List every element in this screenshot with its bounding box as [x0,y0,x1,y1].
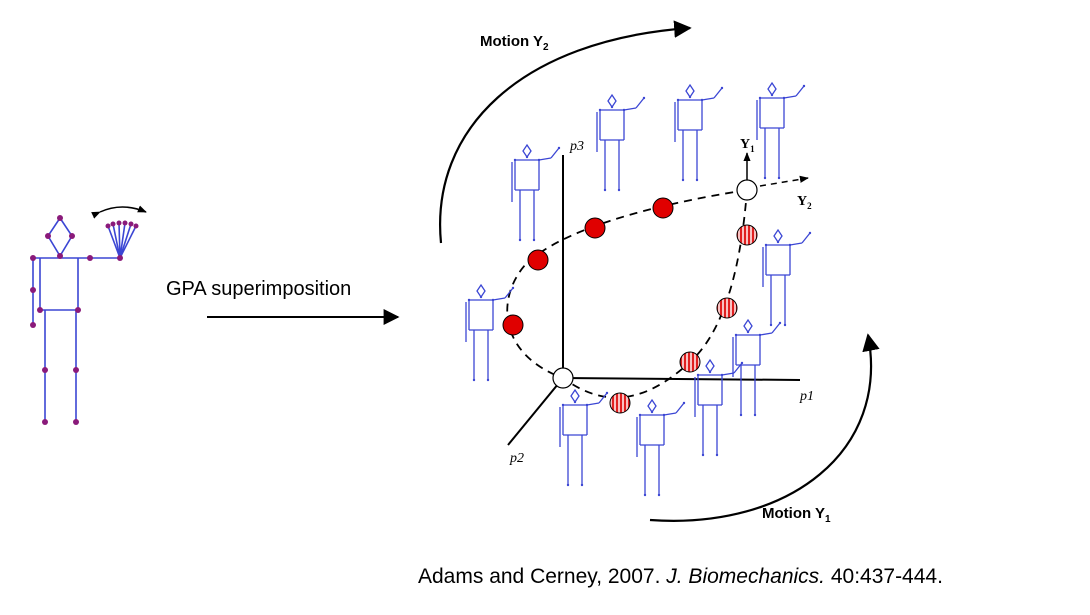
marker-solid [527,249,549,271]
marker-striped [609,392,631,414]
axis-p2-label: p2 [509,451,524,466]
gpa-label: GPA superimposition [166,278,351,300]
marker-striped [736,224,758,246]
posture-figure [756,82,806,180]
marker-striped [679,351,701,373]
posture-figure [636,399,686,497]
posture-figure [694,359,744,457]
citation: Adams and Cerney, 2007. J. Biomechanics.… [418,565,943,589]
pca-trajectory [506,189,748,399]
axis-p1-label: p1 [799,389,814,404]
citation-ref: 40:437-444. [825,565,943,588]
marker-striped [716,297,738,319]
posture-figure [762,229,812,327]
motion-y1-label: Motion Y1 [762,505,831,525]
axes [507,155,801,446]
marker-solid [652,197,674,219]
motion-y2-label: Motion Y2 [480,33,549,53]
citation-journal: J. Biomechanics. [666,565,825,588]
posture-figure [511,144,561,242]
posture-figure [596,94,646,192]
posture-figure [732,319,782,417]
y2-vector [759,175,809,187]
striped-markers [609,224,758,414]
marker-solid [584,217,606,239]
marker-open [736,179,758,201]
posture-figure [559,389,609,487]
y2-label: Y2 [797,194,812,211]
source-skeleton [30,205,147,425]
origin-markers [552,179,758,389]
citation-authors: Adams and Cerney, 2007. [418,565,667,588]
solid-markers [502,197,674,336]
motion-y1-arc [649,333,880,522]
axis-p3-label: p3 [569,139,584,154]
motion-y2-arc [439,20,692,244]
marker-open [552,367,574,389]
posture-figure [674,84,724,182]
y1-label: Y1 [740,137,755,154]
marker-solid [502,314,524,336]
